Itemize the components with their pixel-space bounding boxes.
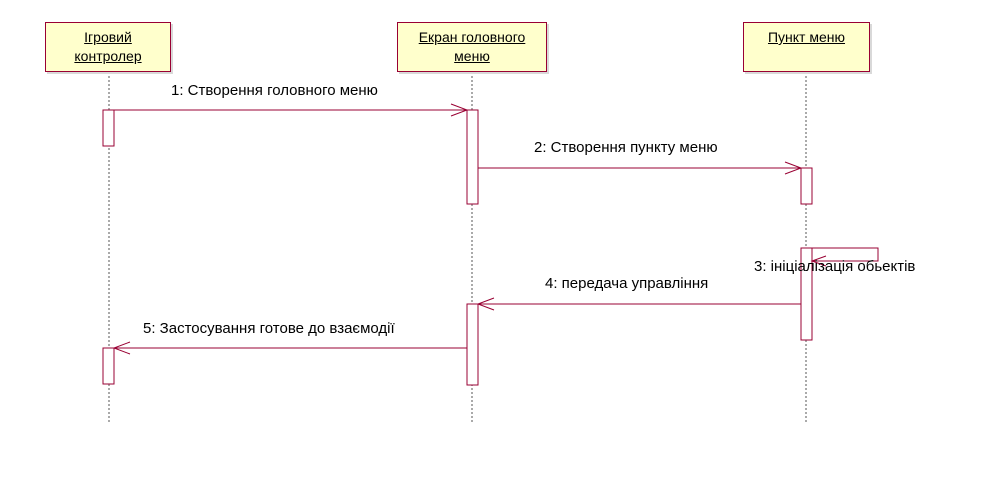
lifeline-box-main-menu-screen: Екран головного меню [397,22,547,72]
message-label-1: 1: Створення головного меню [171,82,378,99]
message-label-5: 5: Застосування готове до взаємодії [143,320,395,337]
lifeline-box-menu-item: Пункт меню [743,22,870,72]
message-arrow-4 [476,297,801,311]
message-arrow-2 [478,161,803,175]
message-arrow-5 [112,341,467,355]
activation-bar [102,109,115,147]
lifeline-box-game-controller: Ігровий контролер [45,22,171,72]
message-arrow-1 [114,103,469,117]
activation-bar [466,109,479,205]
activation-bar [800,167,813,205]
activation-bar [466,303,479,386]
activation-bar [102,347,115,385]
activation-bar [800,247,813,341]
message-arrow-3 [810,247,879,267]
lifeline-label: Пункт меню [767,29,846,45]
message-label-2: 2: Створення пункту меню [534,139,718,156]
lifeline-label: Ігровий контролер [74,29,142,64]
message-label-3: 3: ініціалізація обьектів [754,258,916,275]
message-label-4: 4: передача управління [545,275,709,292]
lifeline-label: Екран головного меню [418,29,526,64]
